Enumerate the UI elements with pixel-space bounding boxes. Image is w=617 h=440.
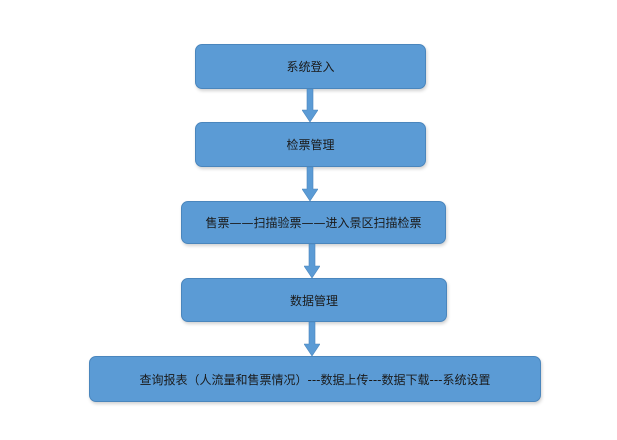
step-data-management-label: 数据管理 <box>289 293 338 308</box>
step-ticket-check-management: 检票管理 <box>195 122 426 167</box>
step-data-management: 数据管理 <box>181 278 447 322</box>
down-arrow-icon <box>304 322 320 356</box>
step-system-login: 系统登入 <box>195 44 426 89</box>
step-ticket-check-management-label: 检票管理 <box>286 138 335 152</box>
down-arrow-icon <box>302 89 318 122</box>
step-reports-and-settings: 查询报表（人流量和售票情况）---数据上传---数据下载---系统设置 <box>89 356 541 402</box>
step-ticket-sale-scan-label: 售票——扫描验票——进入景区扫描检票 <box>205 216 422 230</box>
step-system-login-label: 系统登入 <box>286 60 335 74</box>
down-arrow-icon <box>302 167 318 201</box>
step-reports-and-settings-label: 查询报表（人流量和售票情况）---数据上传---数据下载---系统设置 <box>139 372 491 387</box>
down-arrow-icon <box>304 244 320 278</box>
step-ticket-sale-scan: 售票——扫描验票——进入景区扫描检票 <box>181 201 446 244</box>
